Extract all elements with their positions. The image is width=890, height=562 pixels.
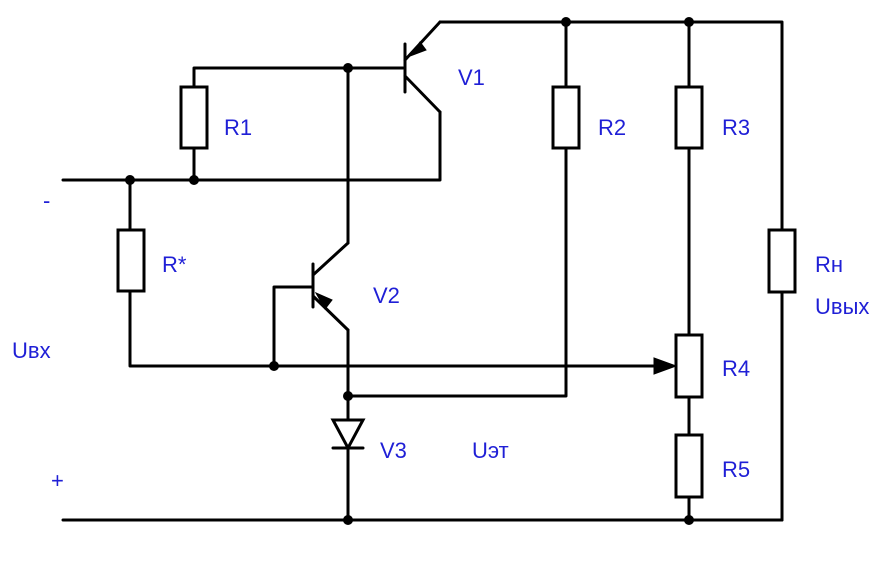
wire-rstar-bottom	[128, 289, 657, 368]
potentiometer-r4	[674, 333, 704, 399]
v1-emitter-arrow	[408, 41, 427, 58]
diode-v3	[330, 418, 366, 452]
label-r2: R2	[598, 115, 626, 140]
wire-top-rail	[438, 20, 784, 522]
wire-r2-bottom	[346, 146, 568, 398]
label-r5: R5	[722, 457, 750, 482]
wire-r1-top	[192, 66, 405, 89]
resistor-rn	[767, 228, 797, 294]
label-u-ref: Uэт	[472, 438, 509, 463]
label-r4: R4	[722, 356, 750, 381]
label-v3: V3	[380, 438, 407, 463]
resistor-r1	[179, 85, 209, 150]
label-r3: R3	[722, 115, 750, 140]
label-r1: R1	[224, 115, 252, 140]
v2-emitter-arrow	[314, 291, 333, 310]
label-u-out: Uвых	[815, 294, 869, 319]
wire-v2-base	[272, 285, 315, 368]
junction-dots	[125, 17, 694, 525]
label-v2: V2	[373, 283, 400, 308]
wires	[61, 20, 784, 522]
resistor-r2	[551, 85, 581, 150]
transistor-v2	[311, 241, 350, 332]
resistor-r3	[674, 85, 704, 150]
transistor-v1	[403, 20, 442, 114]
label-v1: V1	[458, 65, 485, 90]
label-minus: -	[43, 188, 50, 213]
resistor-r-star	[116, 228, 146, 293]
label-rn: Rн	[815, 252, 843, 277]
label-u-in: Uвх	[12, 338, 51, 363]
r4-wiper-arrow	[653, 357, 678, 375]
wire-minus-input	[61, 110, 442, 182]
resistor-r5	[674, 433, 704, 499]
label-plus: +	[51, 468, 64, 493]
label-r-star: R*	[162, 252, 187, 277]
